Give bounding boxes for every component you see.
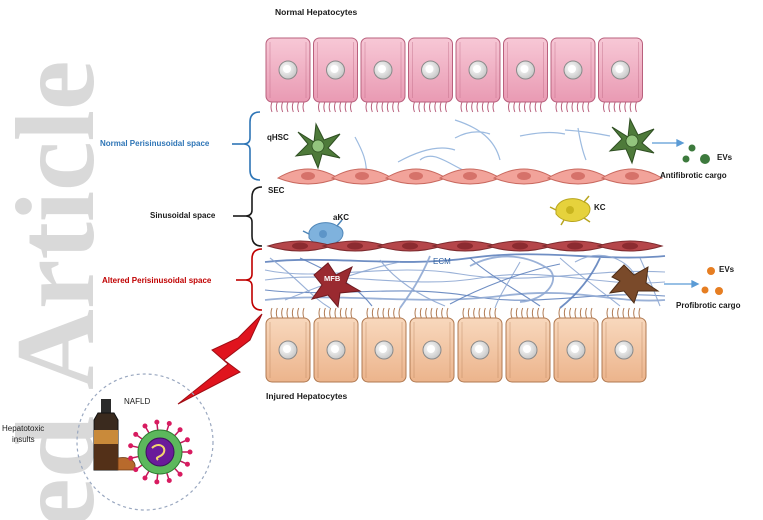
qhsc-cells (294, 117, 655, 170)
evs-bottom-label: EVs (719, 265, 735, 274)
hepatotoxic-label-line2: insults (12, 435, 35, 444)
ecm-fiber (269, 257, 331, 309)
akc-label: aKC (333, 213, 350, 222)
injured-hepatocyte (265, 307, 311, 383)
ev-dots-orange (701, 267, 723, 295)
ev-arrow-bottom (664, 279, 700, 289)
altered-perisinusoidal-label: Altered Perisinusoidal space (102, 276, 212, 285)
virus-icon (128, 419, 193, 485)
normal-hepatocyte (550, 37, 596, 113)
injured-hepatocyte-row (265, 307, 647, 383)
normal-hepatocyte-row (265, 37, 643, 113)
normal-hepatocyte (598, 37, 643, 113)
normal-hepatocyte (408, 37, 453, 113)
lightning-bolt-icon (177, 313, 263, 405)
ecm-fiber (559, 257, 601, 309)
sec-cell (384, 168, 448, 185)
hepatotoxic-label-line1: Hepatotoxic (2, 424, 45, 433)
nafld-label: NAFLD (124, 397, 151, 406)
evs-top-label: EVs (717, 153, 733, 162)
sinusoidal-label: Sinusoidal space (150, 211, 216, 220)
bracket-altered (236, 248, 263, 311)
normal-hepatocyte (503, 37, 548, 113)
ecm-fiber (559, 257, 621, 307)
ecm-fiber (449, 263, 561, 305)
profibrotic-label: Profibrotic cargo (676, 301, 741, 310)
altered-endothelial-cell (541, 240, 609, 252)
ev-dots-green (682, 144, 710, 164)
normal-hepatocyte (455, 37, 501, 113)
akc-cell (302, 219, 344, 250)
mfb-cell-right (608, 264, 660, 305)
ecm-label: ECM (433, 257, 451, 266)
altered-endothelial-cell (596, 240, 664, 252)
normal-hepatocyte (313, 37, 358, 113)
injured-hepatocyte (313, 307, 359, 383)
normal-perisinusoidal-label: Normal Perisinusoidal space (100, 139, 210, 148)
normal-fibers (354, 119, 611, 179)
antifibrotic-label: Antifibrotic cargo (660, 171, 727, 180)
sec-cell (492, 168, 556, 185)
sec-cell (546, 168, 610, 185)
ecm-fiber (639, 257, 661, 307)
injured-hepatocyte (361, 307, 407, 383)
ecm-fiber (494, 261, 521, 309)
normal-hepatocytes-label: Normal Hepatocytes (275, 7, 358, 17)
injured-hepatocyte (553, 307, 599, 383)
sec-cell (330, 168, 394, 185)
normal-hepatocyte (360, 37, 406, 113)
ecm-fiber (574, 254, 636, 276)
injured-hepatocyte (601, 307, 647, 383)
injured-hepatocyte (409, 307, 455, 383)
bracket-sinusoidal (233, 186, 263, 247)
sec-label: SEC (268, 186, 285, 195)
sec-cell (600, 168, 664, 185)
altered-endothelial-row (266, 240, 664, 252)
sec-cell (438, 168, 502, 185)
ecm-fiber (399, 255, 431, 309)
ev-arrow-top (652, 138, 685, 148)
kc-label: KC (594, 203, 606, 212)
injured-hepatocyte (457, 307, 503, 383)
mfb-cell (310, 262, 362, 309)
insults-circle (76, 373, 214, 511)
sec-endothelial-row (276, 168, 664, 185)
injured-hepatocyte (505, 307, 551, 383)
qhsc-label: qHSC (267, 133, 289, 142)
sec-cell (276, 168, 340, 185)
normal-hepatocyte (265, 37, 311, 113)
mfb-label: MFB (324, 274, 341, 283)
injured-hepatocytes-label: Injured Hepatocytes (266, 391, 348, 401)
qhsc-cell (608, 117, 655, 165)
ecm-fiber (469, 255, 555, 303)
qhsc-cell (294, 122, 341, 170)
kc-cell (549, 195, 591, 226)
bracket-normal (232, 111, 261, 181)
